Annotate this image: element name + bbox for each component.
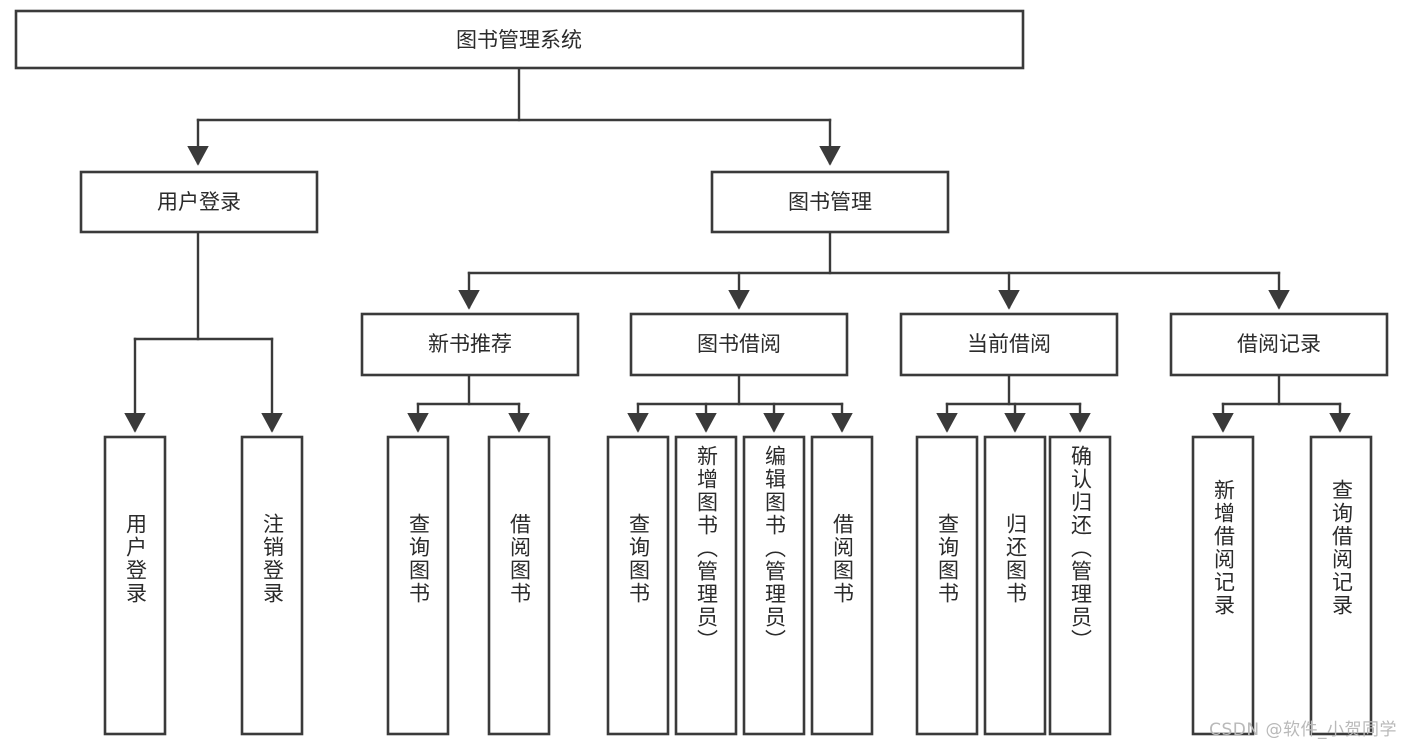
connector-root-to-level1	[187, 66, 841, 166]
leaf-box-add-book-admin[interactable]	[674, 435, 738, 736]
leaf-box-query-books-3[interactable]	[915, 435, 979, 736]
leaf-box-borrow-books-1[interactable]	[487, 435, 551, 736]
leaf-box-add-borrow-record[interactable]	[1191, 435, 1255, 736]
node-borrow-records[interactable]: 借阅记录	[1169, 312, 1389, 377]
connector-borrow-to-leaves	[627, 373, 853, 433]
leaf-box-edit-book-admin[interactable]	[742, 435, 806, 736]
node-current-borrow[interactable]: 当前借阅	[899, 312, 1119, 377]
leaf-box-return-books[interactable]	[983, 435, 1047, 736]
node-root-system[interactable]: 图书管理系统	[14, 9, 1025, 70]
node-user-login-label: 用户登录	[157, 190, 241, 214]
leaf-box-query-books-1[interactable]	[386, 435, 450, 736]
node-new-book-recommend-label: 新书推荐	[428, 332, 512, 356]
leaf-box-borrow-books-2[interactable]	[810, 435, 874, 736]
leaf-box-query-borrow-record[interactable]	[1309, 435, 1373, 736]
node-book-borrow-label: 图书借阅	[697, 332, 781, 356]
watermark-credit: CSDN @软件_小贺同学	[1209, 720, 1397, 740]
node-root-label: 图书管理系统	[456, 28, 582, 52]
node-user-login[interactable]: 用户登录	[79, 170, 319, 234]
node-book-management-label: 图书管理	[788, 190, 872, 214]
node-book-borrow[interactable]: 图书借阅	[629, 312, 849, 377]
connector-current-to-leaves	[936, 373, 1091, 433]
node-current-borrow-label: 当前借阅	[967, 332, 1051, 356]
connector-userlogin-to-leaves	[124, 230, 283, 433]
node-new-book-recommend[interactable]: 新书推荐	[360, 312, 580, 377]
connector-records-to-leaves	[1212, 373, 1351, 433]
connector-newbook-to-leaves	[407, 373, 530, 433]
leaf-box-confirm-return-admin[interactable]	[1048, 435, 1112, 736]
node-book-management[interactable]: 图书管理	[710, 170, 950, 234]
node-borrow-records-label: 借阅记录	[1237, 332, 1321, 356]
connector-bookmgmt-to-level2	[458, 230, 1290, 310]
leaf-box-logout[interactable]	[240, 435, 304, 736]
leaf-box-user-login[interactable]	[103, 435, 167, 736]
leaf-box-query-books-2[interactable]	[606, 435, 670, 736]
